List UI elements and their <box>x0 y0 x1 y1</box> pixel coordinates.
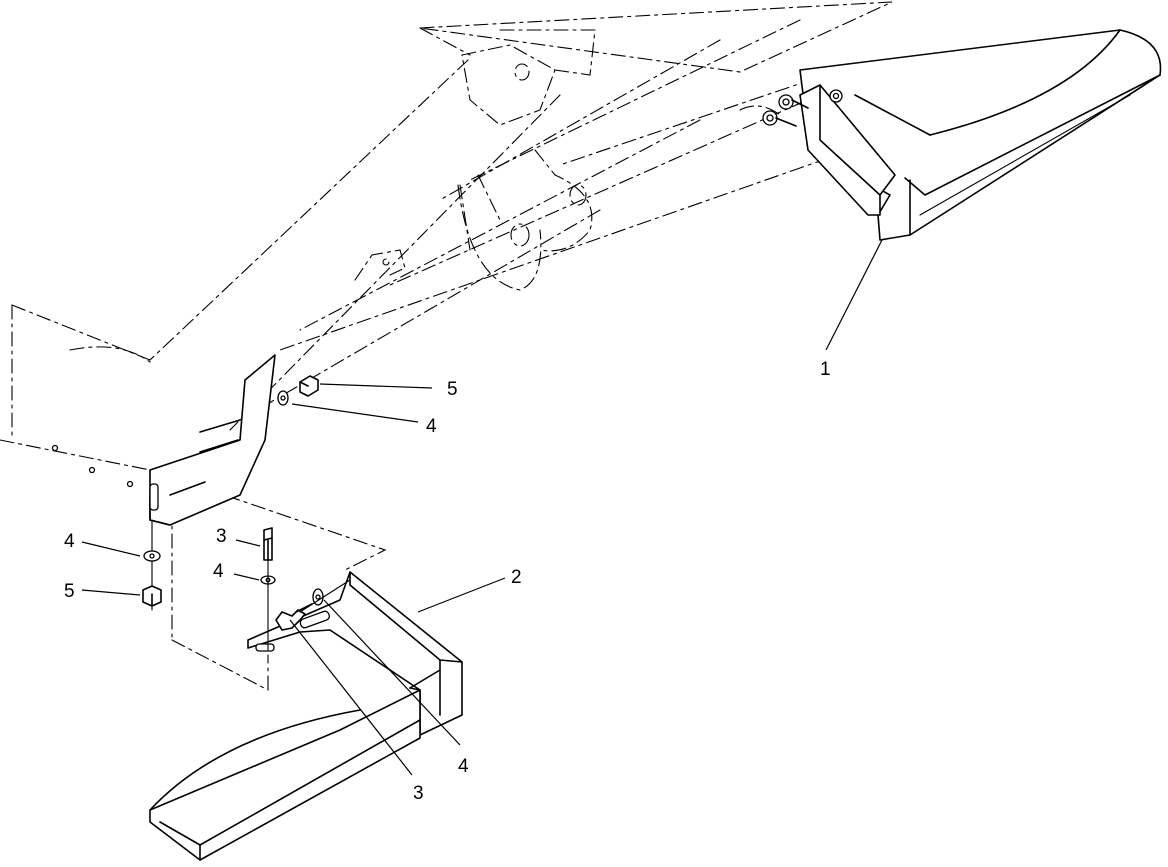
callout-4-upper: 4 <box>426 416 437 437</box>
callout-2: 2 <box>511 567 522 588</box>
callout-3-lower: 3 <box>413 783 424 804</box>
left-frame-plate <box>51 354 276 526</box>
callout-3-upper: 3 <box>216 526 227 547</box>
right-skid-part <box>739 29 1162 241</box>
callout-4-center: 4 <box>213 561 224 582</box>
callout-5-upper: 5 <box>447 379 458 400</box>
callout-1: 1 <box>820 359 831 380</box>
callout-4-lower: 4 <box>458 756 469 777</box>
frame-phantom <box>0 1 893 691</box>
callout-5-left: 5 <box>64 581 75 602</box>
hardware <box>142 375 351 651</box>
left-skid-part <box>149 571 463 861</box>
callout-4-left: 4 <box>64 531 75 552</box>
leader-lines <box>81 239 883 776</box>
callout-labels: 1 5 4 4 5 3 4 2 4 3 <box>64 359 831 804</box>
